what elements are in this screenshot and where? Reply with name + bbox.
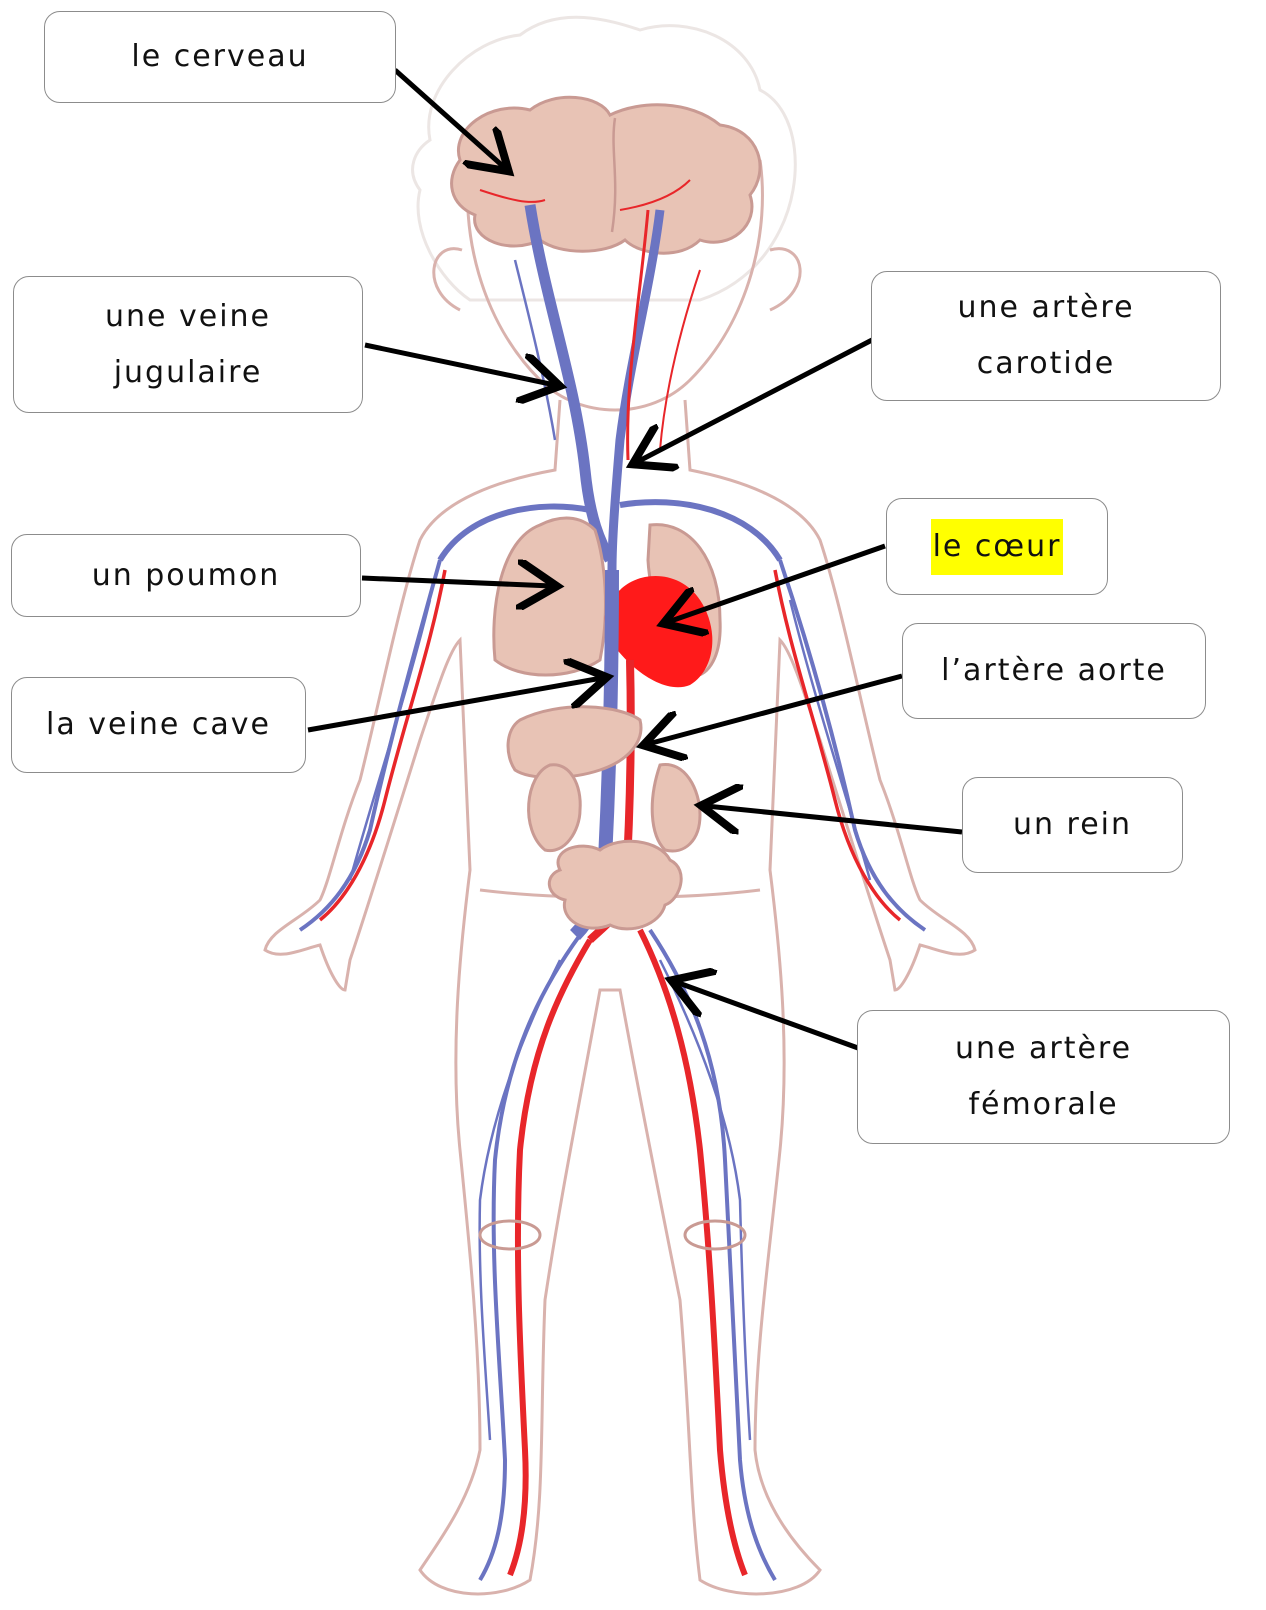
label-aorta: l’artère aorte <box>902 623 1206 719</box>
label-carotid-artery-text: une artère carotide <box>957 280 1134 392</box>
label-brain-text: le cerveau <box>131 29 308 85</box>
femoral-vein-right <box>650 930 775 1580</box>
label-femoral-artery-text: une artère fémorale <box>955 1021 1132 1133</box>
label-femoral-artery: une artère fémorale <box>857 1010 1230 1144</box>
left-knee <box>480 1221 540 1249</box>
right-knee <box>685 1221 745 1249</box>
right-ear <box>770 249 800 310</box>
intestine <box>549 841 681 929</box>
neck-vessel-thin-2 <box>660 270 700 450</box>
right-kidney <box>652 764 700 851</box>
left-lung <box>494 518 606 675</box>
femoral-artery-left <box>510 940 590 1575</box>
arm-artery-right <box>775 570 900 920</box>
label-aorta-text: l’artère aorte <box>941 643 1167 699</box>
label-heart-text: le cœur <box>931 519 1064 575</box>
label-jugular-vein-text: une veine jugulaire <box>105 289 271 401</box>
brain <box>452 97 760 253</box>
label-brain: le cerveau <box>44 11 396 103</box>
arm-artery-left <box>320 570 445 920</box>
liver <box>508 707 641 778</box>
label-heart: le cœur <box>886 498 1108 595</box>
left-kidney <box>529 765 581 851</box>
label-kidney-text: un rein <box>1013 797 1132 853</box>
label-vena-cava-text: la veine cave <box>46 697 271 753</box>
arrow-carotid-artery <box>637 340 872 462</box>
arm-vein-right <box>780 560 925 930</box>
label-kidney: un rein <box>962 777 1183 873</box>
jugular-vein-right <box>612 210 660 570</box>
arm-vein-right-2 <box>790 600 870 880</box>
label-vena-cava: la veine cave <box>11 677 306 773</box>
femoral-vein-left <box>480 935 580 1580</box>
arrow-kidney <box>706 806 962 832</box>
label-carotid-artery: une artère carotide <box>871 271 1221 401</box>
label-jugular-vein: une veine jugulaire <box>13 276 363 413</box>
label-lung-text: un poumon <box>92 548 281 604</box>
label-lung: un poumon <box>11 534 361 617</box>
